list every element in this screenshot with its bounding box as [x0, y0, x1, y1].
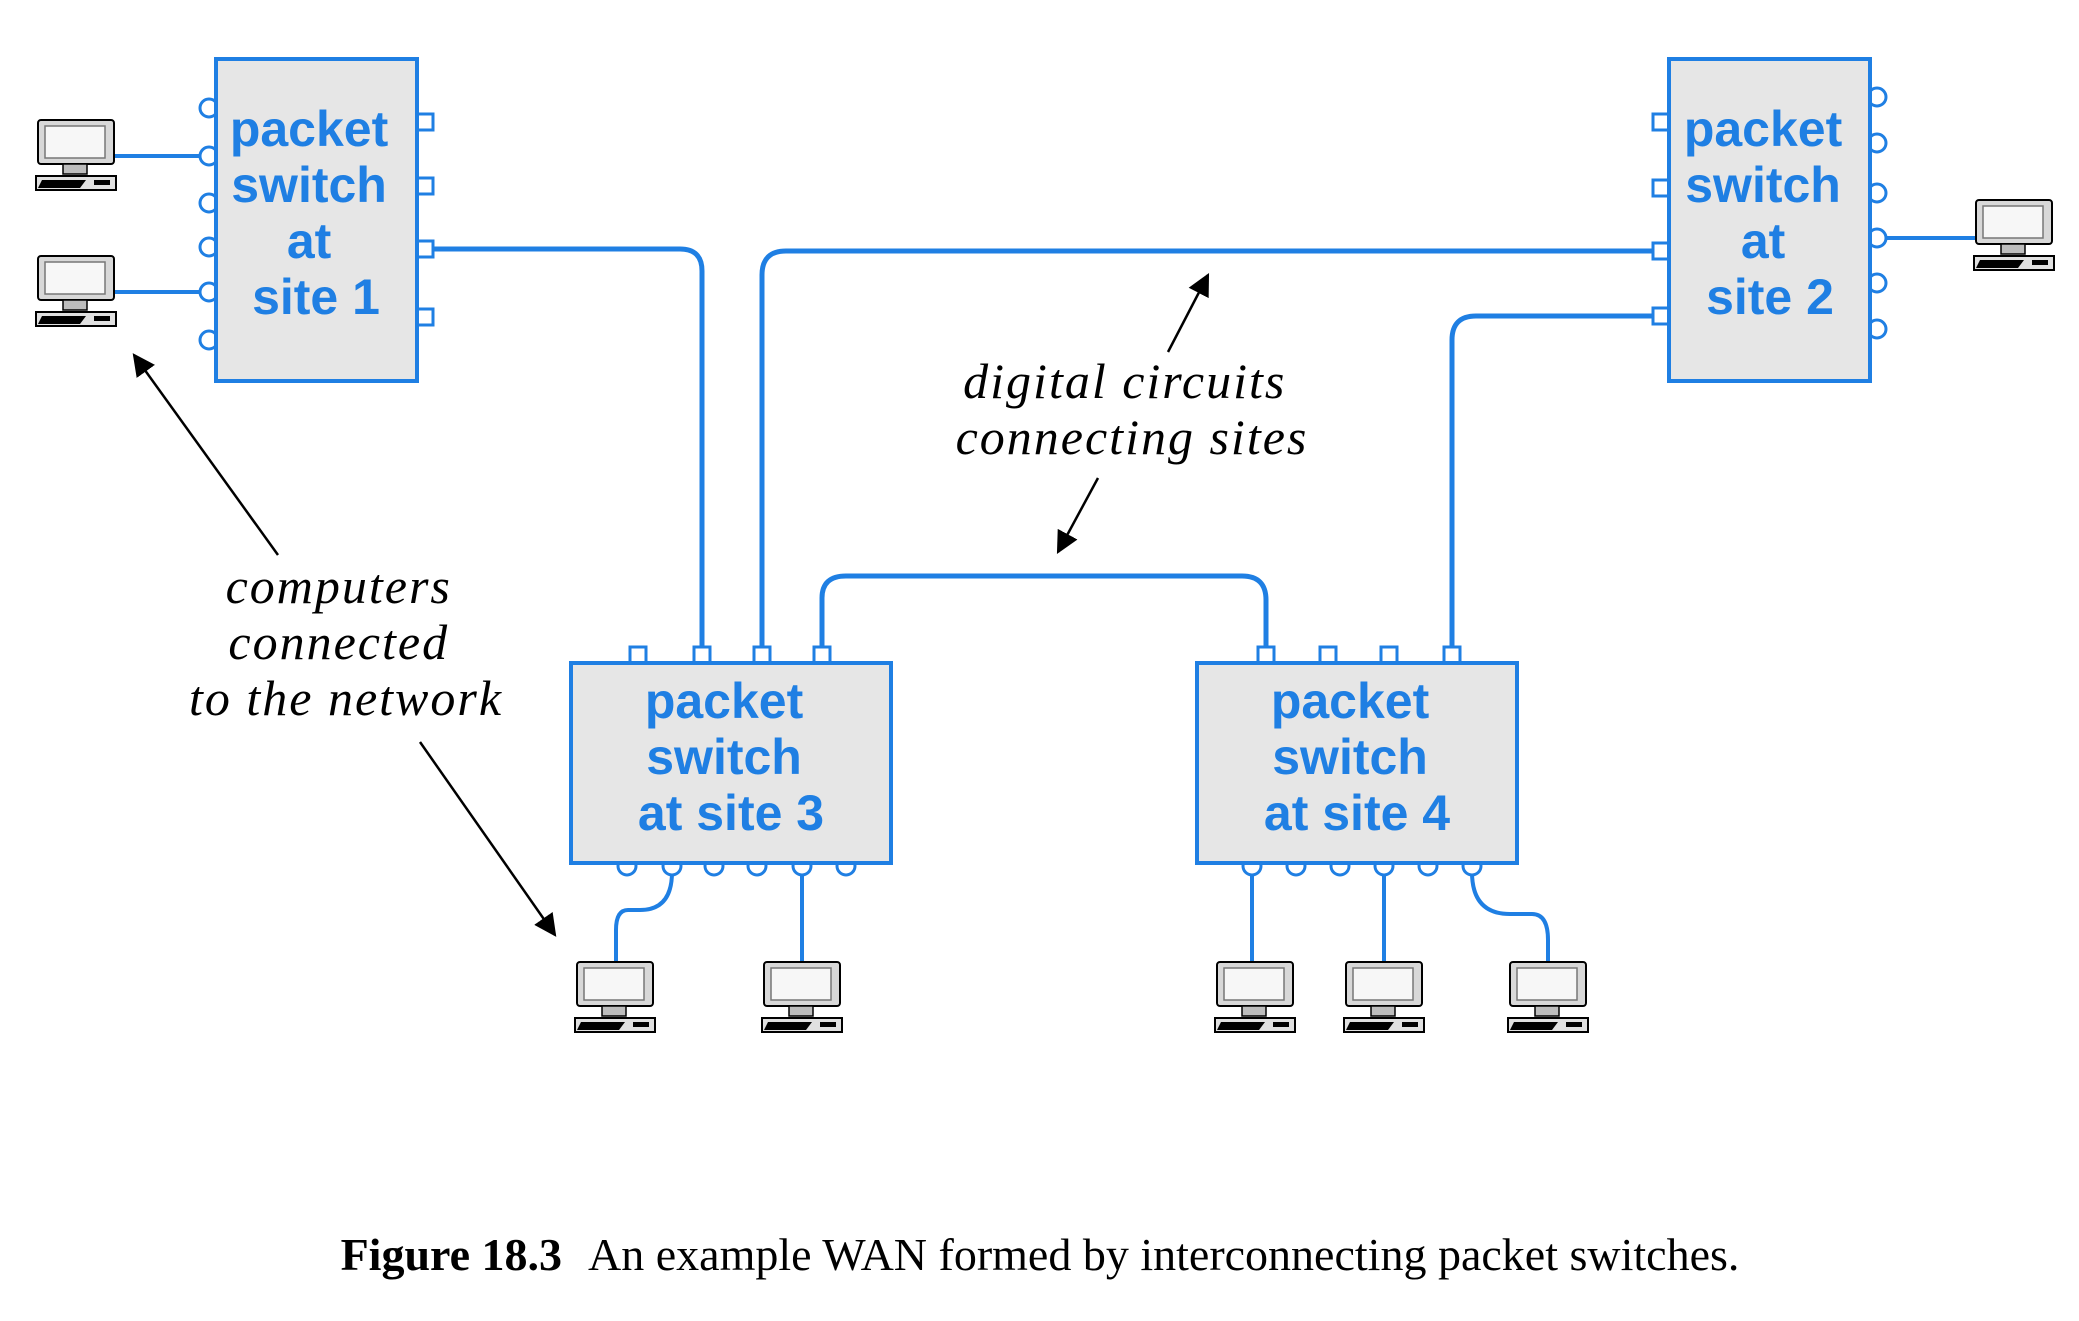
- computer-icon: [1973, 199, 2055, 271]
- circuit-site3-site4: [819, 573, 1269, 651]
- annotation-line: connected: [228, 614, 449, 670]
- svg-text:packet switch at s: packet switch at site 4: [1264, 673, 1450, 841]
- packet-switch-site1: packet switch at site 1: [198, 57, 435, 383]
- figure-caption: Figure 18.3 An example WAN formed by int…: [341, 1229, 1740, 1280]
- computer-icon: [1214, 961, 1296, 1033]
- arrow: [1056, 477, 1100, 554]
- circuit-site2-site3: [759, 248, 1664, 651]
- annotation-line: connecting sites: [956, 409, 1309, 465]
- circuit-site2-site4: [1449, 313, 1664, 651]
- packet-switch-site3: packet switch at site 3: [569, 645, 893, 877]
- circuit-site1-site3: [430, 246, 705, 651]
- switch-label-line: switch: [1685, 157, 1841, 213]
- arrow: [1166, 273, 1210, 353]
- switch-label-line: at: [287, 213, 332, 269]
- switch-label-line: packet: [1684, 101, 1843, 157]
- switch-label-line: packet: [230, 101, 389, 157]
- svg-text:digital circuits connect: digital circuits connecting sites: [956, 353, 1309, 465]
- arrow: [418, 741, 557, 937]
- computer-icon: [1343, 961, 1425, 1033]
- svg-text:packet switch at: packet switch at site 2: [1684, 101, 1856, 325]
- svg-text:computers connected: computers connected to the network: [189, 558, 503, 726]
- digital-circuits: [430, 246, 1664, 651]
- computer-icon: [35, 255, 117, 327]
- switch-label-line: switch: [1272, 729, 1428, 785]
- annotation-line: to the network: [189, 670, 503, 726]
- computer-icon: [574, 961, 656, 1033]
- switch-label-line: site 2: [1706, 269, 1834, 325]
- switch-label-line: at site 4: [1264, 785, 1450, 841]
- svg-text:packet switch at: packet switch at site 1: [230, 101, 402, 325]
- computer-icon: [1507, 961, 1589, 1033]
- switch-label-line: at site 3: [638, 785, 824, 841]
- switch-label-line: site 1: [252, 269, 380, 325]
- packet-switch-site2: packet switch at site 2: [1651, 57, 1888, 383]
- computer-icon: [35, 119, 117, 191]
- annotation-line: computers: [226, 558, 452, 614]
- svg-text:packet switch at s: packet switch at site 3: [638, 673, 824, 841]
- figure-number: Figure 18.3: [341, 1229, 562, 1280]
- annotation-line: digital circuits: [963, 353, 1286, 409]
- switch-label-line: switch: [646, 729, 802, 785]
- arrow: [132, 353, 280, 556]
- packet-switch-site4: packet switch at site 4: [1195, 645, 1519, 877]
- annotation-digital-circuits: digital circuits connecting sites: [956, 273, 1309, 554]
- switch-label-line: switch: [231, 157, 387, 213]
- annotation-computers: computers connected to the network: [132, 353, 557, 937]
- switch-label-line: at: [1741, 213, 1786, 269]
- figure-caption-text: An example WAN formed by interconnecting…: [588, 1229, 1739, 1280]
- switch-label-line: packet: [1271, 673, 1430, 729]
- computer-icon: [761, 961, 843, 1033]
- computer-links: [112, 154, 1980, 964]
- switch-label-line: packet: [645, 673, 804, 729]
